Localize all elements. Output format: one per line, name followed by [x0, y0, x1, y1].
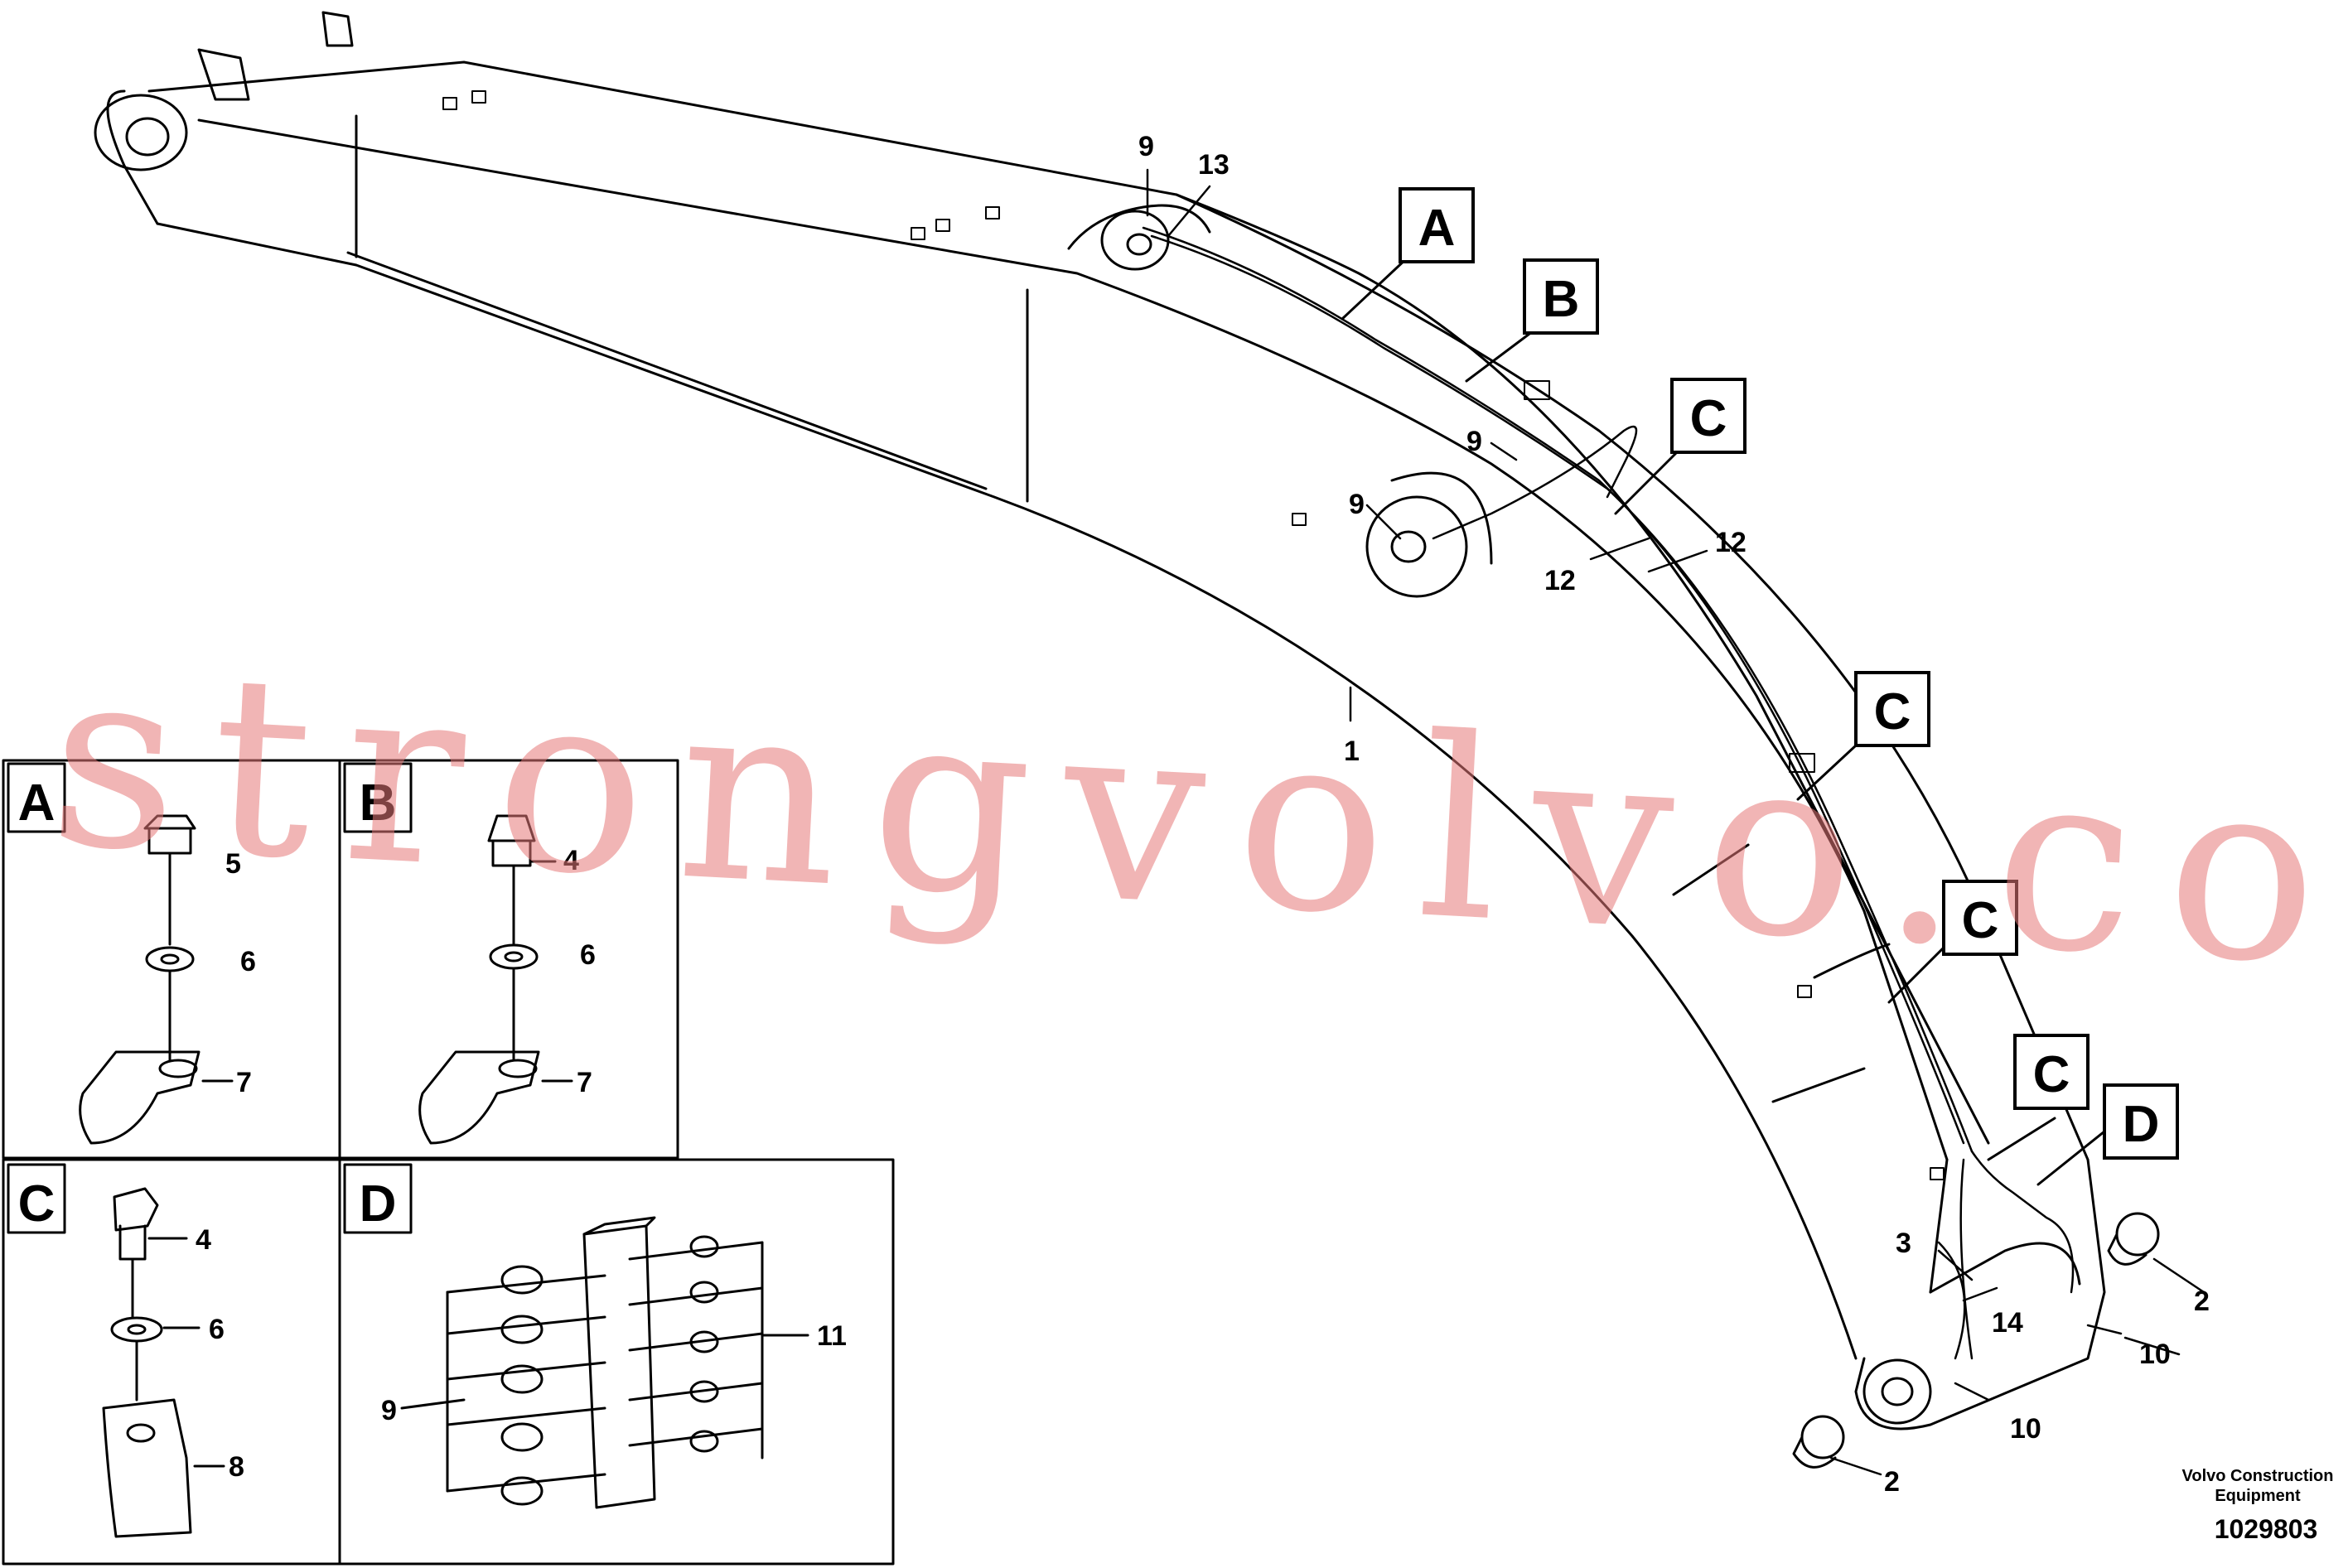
label-bushing-top: 2: [2194, 1286, 2210, 1317]
svg-text:5: 5: [225, 848, 241, 880]
label-tube-14: 14: [1992, 1307, 2023, 1339]
svg-text:C: C: [1690, 390, 1727, 447]
bracket-markers: [442, 90, 1945, 1180]
boom-outline: [106, 11, 2106, 1430]
svg-text:8: 8: [229, 1451, 244, 1483]
svg-text:7: 7: [236, 1067, 252, 1098]
main-part-labels: 1 9 13 9 9 12 12 3 14 2 10 10 2: [1138, 131, 2210, 1498]
detail-panel-d: [338, 1158, 895, 1566]
maker-line-2: Equipment: [2215, 1487, 2301, 1505]
svg-text:6: 6: [580, 939, 596, 971]
label-hose-13: 13: [1198, 149, 1230, 181]
foot-pin-eye: [1862, 1358, 1932, 1425]
label-boom: 1: [1344, 736, 1360, 767]
detail-d-title: D: [360, 1175, 397, 1233]
label-fitting-10a: 10: [2139, 1339, 2171, 1370]
label-bushing-bottom: 2: [1884, 1466, 1900, 1498]
svg-text:C: C: [1962, 892, 1999, 949]
cylinder-bracket-eye: [1100, 210, 1170, 271]
callout-box-c4: C: [2013, 1034, 2090, 1110]
svg-text:D: D: [2123, 1096, 2160, 1153]
detail-c-title: C: [18, 1175, 56, 1233]
detail-panel-b: [338, 759, 679, 1160]
maker-name: Volvo Construction Equipment: [2171, 1466, 2345, 1506]
pivot-disc: [1365, 471, 1493, 598]
leader-lines: [1146, 168, 2205, 1476]
svg-text:9: 9: [381, 1395, 397, 1426]
svg-text:4: 4: [563, 845, 579, 876]
callout-box-c2: C: [1854, 671, 1930, 747]
callout-box-a: A: [1399, 187, 1475, 263]
detail-d-labels: D 11 9: [360, 1175, 847, 1426]
svg-text:6: 6: [209, 1314, 225, 1345]
callout-box-c1: C: [1670, 378, 1747, 454]
label-nipple-mid: 9: [1466, 426, 1482, 457]
detail-a-labels: A 5 6 7: [18, 774, 256, 1098]
detail-c-labels: C 4 6 8: [18, 1175, 244, 1483]
svg-text:C: C: [1874, 683, 1911, 741]
label-fitting-10b: 10: [2010, 1413, 2041, 1445]
detail-b-title: B: [360, 774, 397, 832]
drawing-number: 1029803: [2214, 1514, 2318, 1544]
base-pin-eye: [94, 94, 188, 171]
svg-text:4: 4: [196, 1224, 211, 1256]
callout-box-d: D: [2103, 1083, 2179, 1160]
bushing-bottom: [1792, 1415, 1845, 1469]
hydraulic-hose-run: [1142, 226, 2075, 1360]
svg-text:11: 11: [817, 1320, 847, 1352]
callout-box-b: B: [1523, 258, 1599, 335]
label-nipple-top: 9: [1138, 131, 1154, 162]
callout-box-c3: C: [1942, 880, 2018, 956]
maker-line-1: Volvo Construction: [2181, 1467, 2334, 1485]
detail-panel-a: [2, 759, 341, 1160]
detail-a-title: A: [18, 774, 56, 832]
label-clamp-12a: 12: [1544, 565, 1576, 596]
label-nipple-disc: 9: [1349, 489, 1365, 520]
svg-text:A: A: [1418, 200, 1456, 257]
svg-text:C: C: [2033, 1046, 2070, 1103]
svg-text:B: B: [1543, 271, 1580, 328]
detail-b-labels: B 4 6 7: [360, 774, 596, 1098]
label-clamp-12b: 12: [1715, 527, 1747, 558]
label-hose-3: 3: [1896, 1228, 1911, 1259]
bushing-top: [2107, 1212, 2160, 1266]
svg-text:7: 7: [577, 1067, 592, 1098]
svg-text:6: 6: [240, 946, 256, 977]
